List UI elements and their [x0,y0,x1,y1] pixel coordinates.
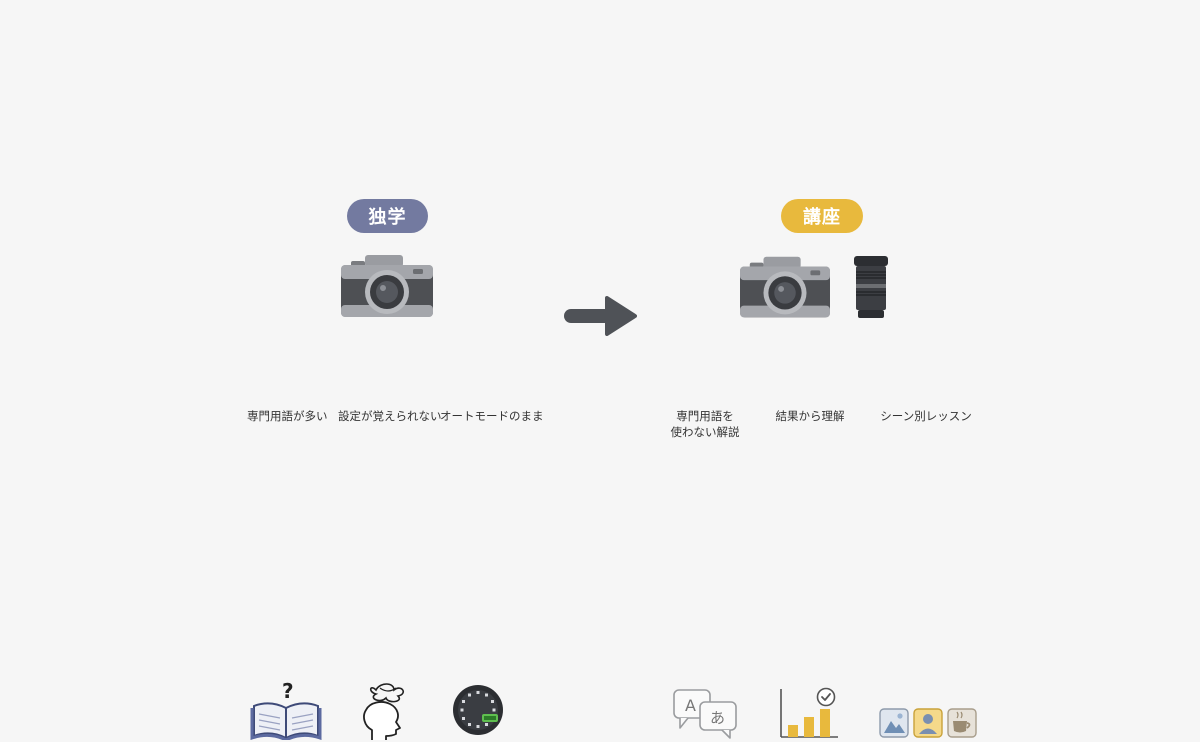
confused-book-icon: ? [250,680,322,740]
caption-no-jargon-line1: 専門用語を [676,409,734,423]
svg-text:?: ? [282,680,294,703]
camera-lens-icon [854,256,888,318]
caption-jargon: 専門用語が多い [247,409,328,423]
auto-mode-dial-icon [453,685,503,735]
caption-results: 結果から理解 [775,409,845,423]
caption-auto-mode: オートモードのまま [440,409,544,423]
overwhelmed-head-icon [363,683,405,740]
caption-settings: 設定が覚えられない [338,409,442,423]
bar-chart-check-icon [780,687,838,738]
caption-no-jargon-line2: 使わない解説 [670,425,740,439]
scene-cards-icon [879,708,977,738]
comparison-diagram: 独学 ? 専門用語が多い 設定 [247,199,977,740]
self-study-badge: 独学 [347,199,428,233]
arrow-right-icon [564,296,637,336]
caption-no-jargon: 専門用語を 使わない解説 [664,408,746,440]
caption-scene-lessons: シーン別レッスン [880,409,972,423]
camera-icon [341,255,433,317]
camera-icon [740,256,830,318]
translation-bubbles-icon: A あ [673,689,737,739]
course-badge: 講座 [781,199,863,233]
svg-text:あ: あ [710,709,725,727]
svg-text:A: A [685,696,696,715]
